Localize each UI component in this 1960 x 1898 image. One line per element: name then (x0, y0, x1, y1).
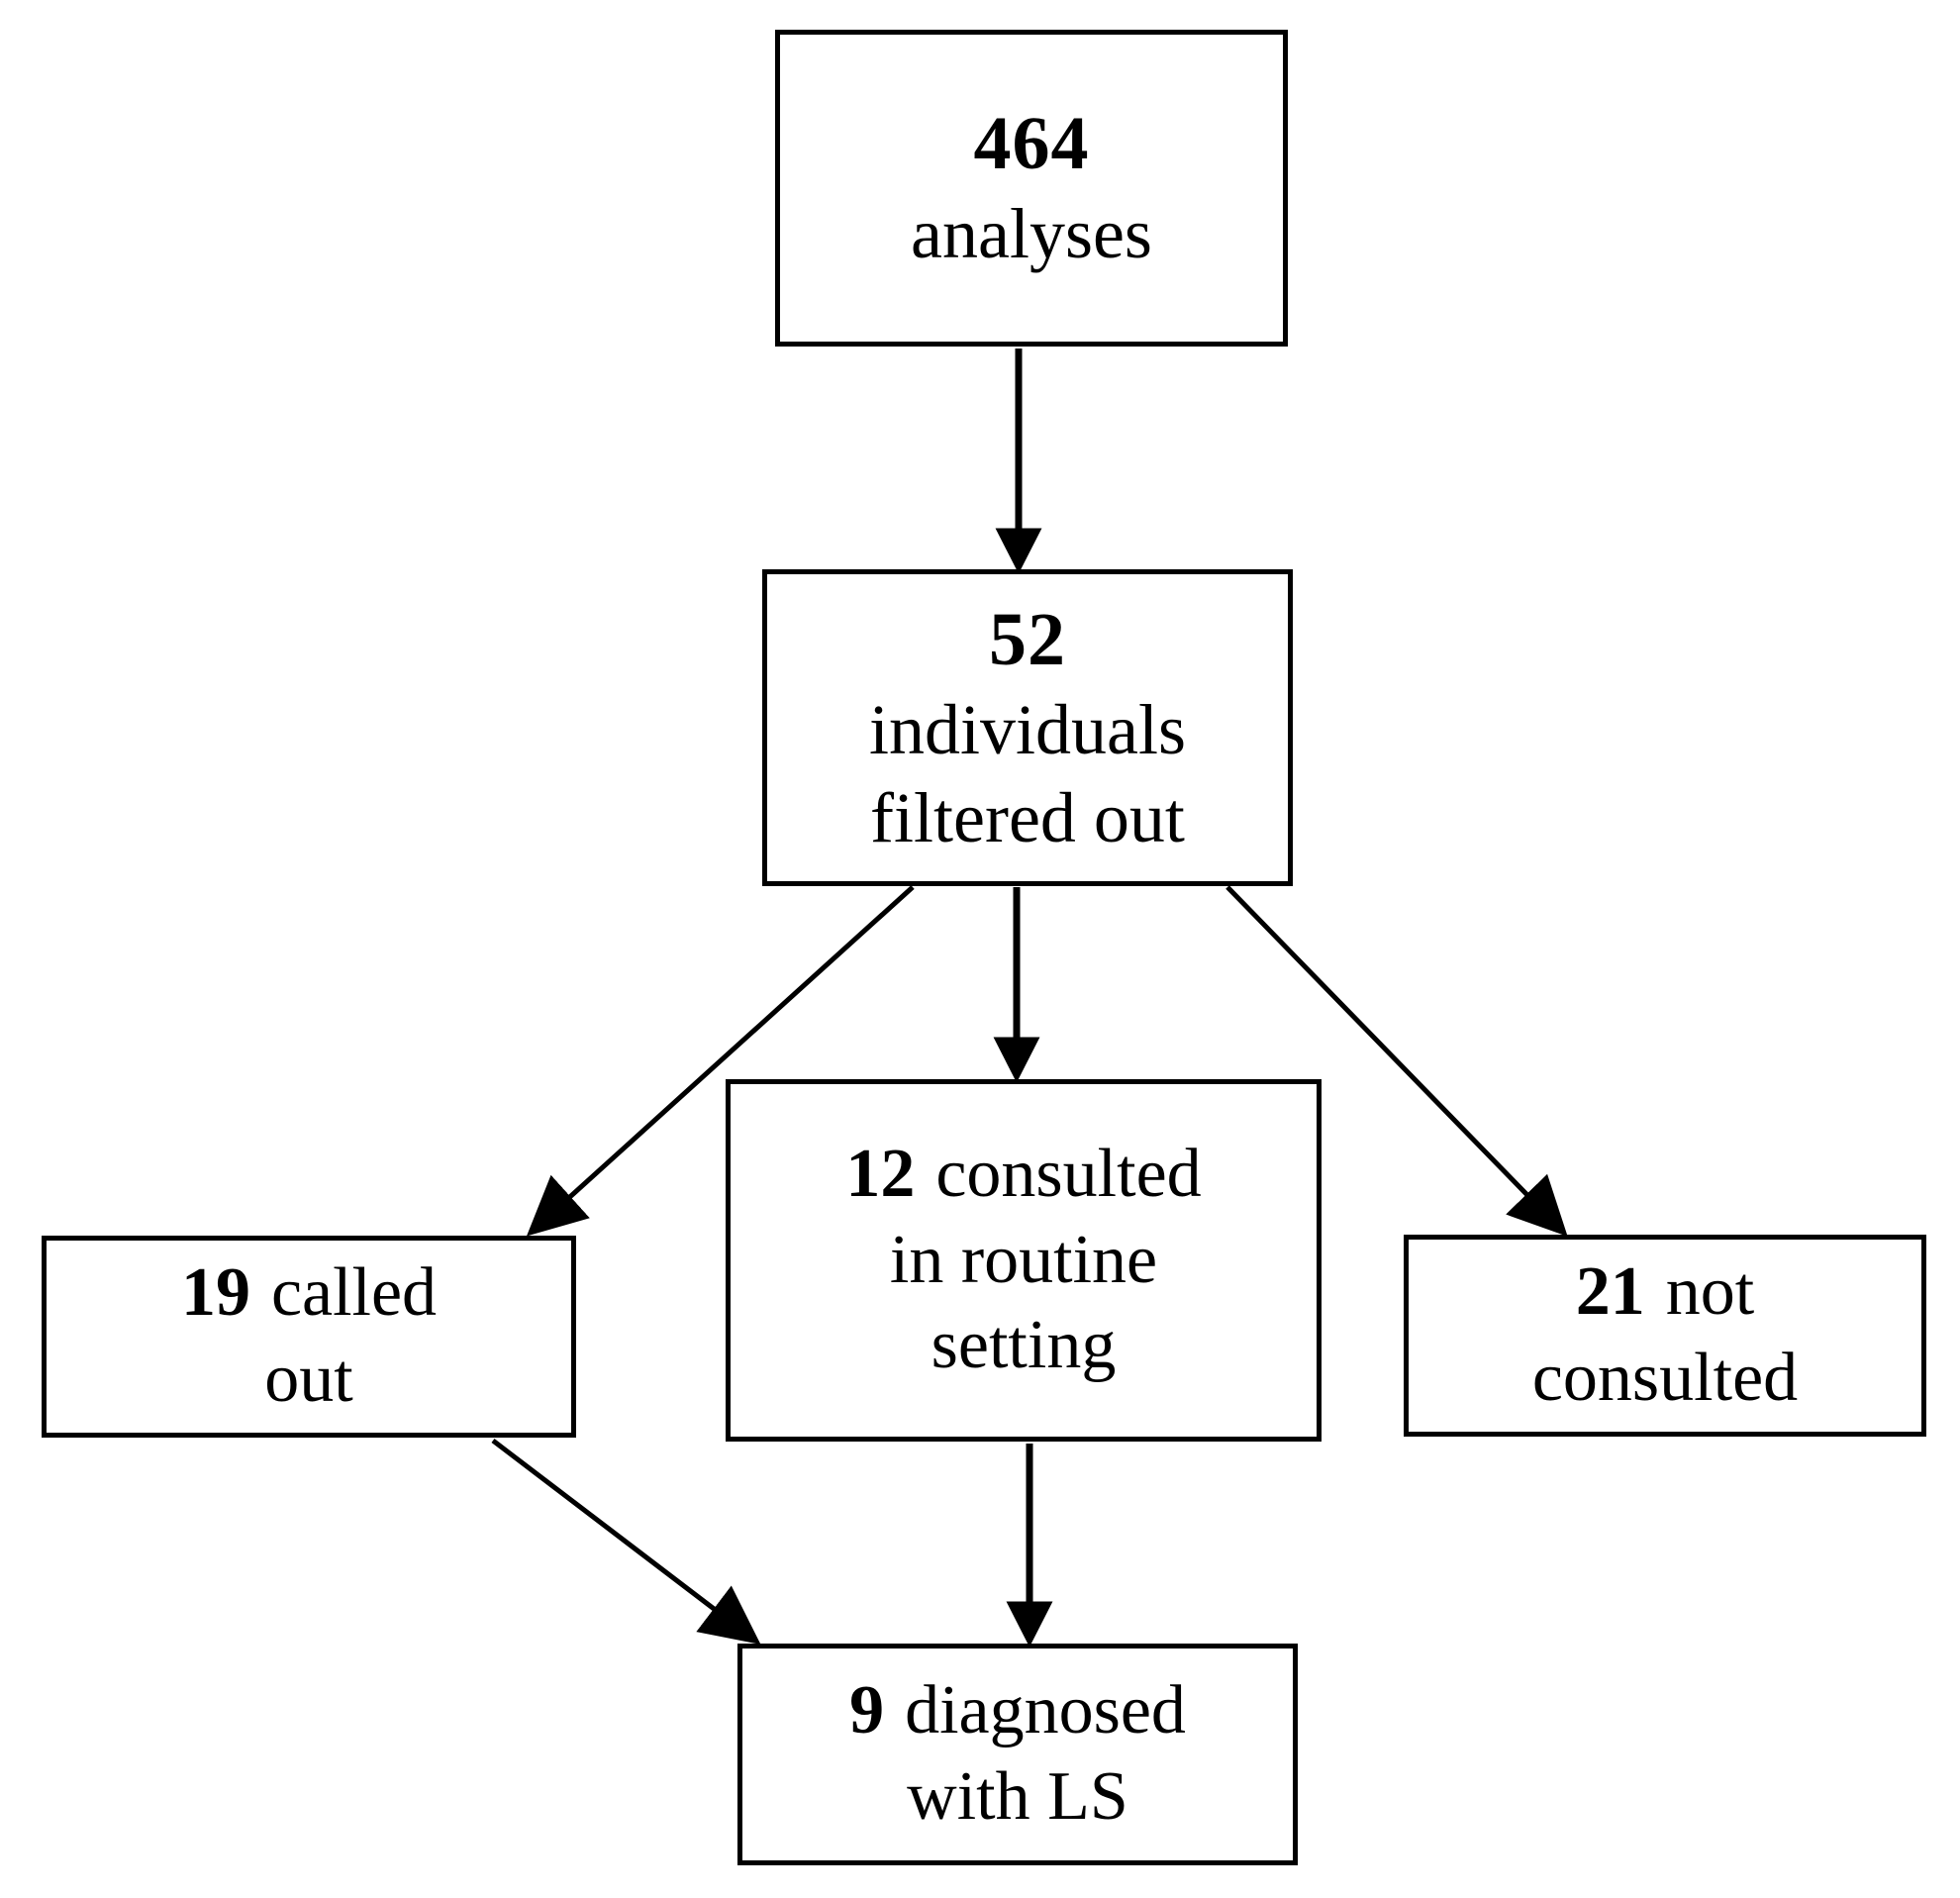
node-called-out[interactable]: 19 called out (42, 1236, 576, 1438)
node-filtered-out-line-2: filtered out (870, 778, 1185, 858)
node-diagnosed-ls-text-1: diagnosed (905, 1672, 1186, 1749)
node-filtered-out-line-1: individuals (869, 689, 1186, 769)
node-consulted-routine-line-2: in routine (889, 1221, 1158, 1298)
node-not-consulted[interactable]: 21 not consulted (1404, 1235, 1926, 1437)
node-diagnosed-ls-line-1: 9 diagnosed (849, 1668, 1186, 1754)
node-not-consulted-count: 21 (1575, 1253, 1645, 1331)
node-not-consulted-text-1: not (1665, 1253, 1755, 1331)
node-consulted-routine-text-1: consulted (935, 1135, 1202, 1212)
node-diagnosed-ls-count: 9 (849, 1672, 885, 1749)
node-filtered-out[interactable]: 52 individuals filtered out (762, 569, 1293, 886)
node-called-out-count: 19 (180, 1254, 250, 1332)
node-called-out-line-2: out (264, 1341, 353, 1417)
node-diagnosed-ls-line-2: with LS (907, 1758, 1128, 1835)
node-consulted-routine-count: 12 (845, 1135, 916, 1212)
node-analyses[interactable]: 464 analyses (775, 30, 1288, 347)
node-called-out-line-1: 19 called (181, 1250, 437, 1337)
node-analyses-line-1: analyses (911, 194, 1152, 274)
node-filtered-out-count: 52 (989, 597, 1066, 681)
node-not-consulted-line-2: consulted (1531, 1340, 1799, 1416)
node-called-out-text-1: called (270, 1254, 438, 1332)
node-not-consulted-line-1: 21 not (1576, 1249, 1754, 1336)
arrow-called-out-to-diagnosed (491, 1439, 761, 1645)
node-consulted-routine-line-3: setting (931, 1307, 1117, 1384)
node-diagnosed-ls[interactable]: 9 diagnosed with LS (737, 1644, 1298, 1865)
node-analyses-count: 464 (973, 102, 1090, 186)
